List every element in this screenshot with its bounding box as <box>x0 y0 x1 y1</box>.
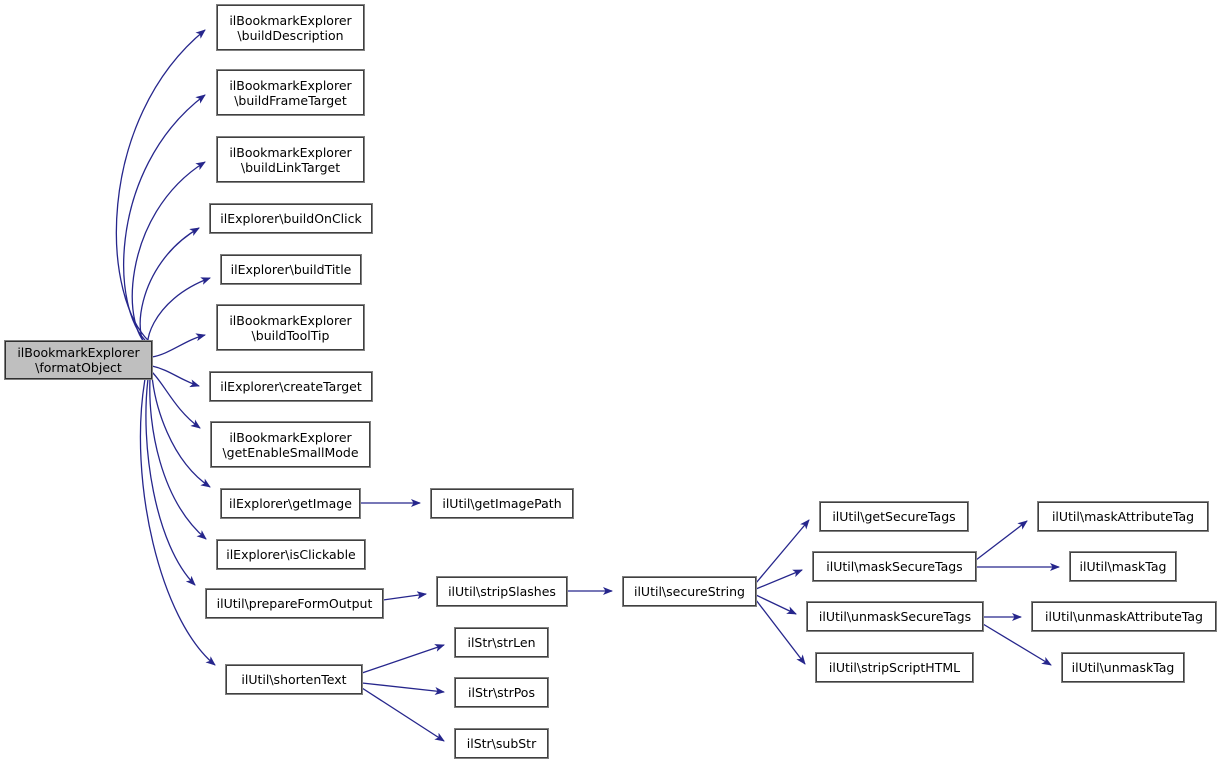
graph-node-unmaskAttributeTag[interactable]: ilUtil\unmaskAttributeTag <box>1031 601 1217 632</box>
graph-node-label: ilBookmarkExplorer \getEnableSmallMode <box>222 429 359 460</box>
graph-node-label: ilExplorer\buildOnClick <box>220 211 362 226</box>
graph-node-shortenText[interactable]: ilUtil\shortenText <box>225 664 363 695</box>
graph-edge-formatObject-to-getImage <box>151 375 211 488</box>
graph-node-label: ilUtil\stripScriptHTML <box>828 660 961 675</box>
graph-node-strLen[interactable]: ilStr\strLen <box>454 627 549 658</box>
graph-edge-shortenText-to-subStr <box>361 687 445 742</box>
graph-node-label: ilExplorer\buildTitle <box>230 262 352 277</box>
graph-node-label: ilUtil\getImagePath <box>442 496 562 511</box>
graph-node-prepareFormOutput[interactable]: ilUtil\prepareFormOutput <box>205 588 384 619</box>
graph-edge-secureString-to-unmaskSecureTags <box>755 594 797 615</box>
graph-node-label: ilUtil\maskTag <box>1079 559 1167 574</box>
graph-edge-prepareFormOutput-to-stripSlashes <box>382 591 427 601</box>
graph-node-formatObject[interactable]: ilBookmarkExplorer \formatObject <box>4 340 153 380</box>
graph-node-label: ilBookmarkExplorer \formatObject <box>17 345 140 375</box>
graph-edge-secureString-to-maskSecureTags <box>755 569 803 590</box>
graph-edge-secureString-to-getSecureTags <box>755 519 810 584</box>
graph-edge-formatObject-to-buildTitle <box>146 277 211 355</box>
graph-node-label: ilUtil\unmaskSecureTags <box>818 609 972 624</box>
graph-node-maskTag[interactable]: ilUtil\maskTag <box>1069 551 1177 582</box>
graph-node-stripSlashes[interactable]: ilUtil\stripSlashes <box>436 576 568 607</box>
graph-edge-formatObject-to-prepareFormOutput <box>145 378 196 586</box>
graph-node-strPos[interactable]: ilStr\strPos <box>454 677 549 708</box>
graph-node-label: ilUtil\unmaskAttributeTag <box>1045 609 1203 624</box>
graph-edge-formatObject-to-createTarget <box>151 365 200 388</box>
graph-edge-shortenText-to-strLen <box>361 644 445 674</box>
graph-node-createTarget[interactable]: ilExplorer\createTarget <box>209 371 373 402</box>
graph-node-getImage[interactable]: ilExplorer\getImage <box>220 488 361 519</box>
graph-node-label: ilUtil\getSecureTags <box>832 509 956 524</box>
graph-node-label: ilBookmarkExplorer \buildLinkTarget <box>229 144 352 175</box>
graph-edge-formatObject-to-buildDescription <box>115 29 206 345</box>
graph-node-label: ilExplorer\createTarget <box>220 379 362 394</box>
graph-node-buildDescription[interactable]: ilBookmarkExplorer \buildDescription <box>216 4 365 51</box>
graph-node-getImagePath[interactable]: ilUtil\getImagePath <box>430 488 574 519</box>
graph-node-maskSecureTags[interactable]: ilUtil\maskSecureTags <box>812 551 977 582</box>
graph-node-label: ilBookmarkExplorer \buildToolTip <box>229 312 352 343</box>
graph-edge-shortenText-to-strPos <box>361 682 445 695</box>
graph-node-label: ilExplorer\isClickable <box>226 547 356 562</box>
graph-node-buildFrameTarget[interactable]: ilBookmarkExplorer \buildFrameTarget <box>216 69 365 116</box>
graph-edge-formatObject-to-isClickable <box>149 378 207 540</box>
graph-node-label: ilUtil\prepareFormOutput <box>216 596 373 611</box>
graph-node-label: ilBookmarkExplorer \buildFrameTarget <box>229 77 352 108</box>
graph-node-buildTitle[interactable]: ilExplorer\buildTitle <box>220 254 362 285</box>
graph-edge-secureString-to-stripScriptHTML <box>755 599 806 665</box>
graph-node-label: ilStr\subStr <box>466 736 537 751</box>
graph-node-buildToolTip[interactable]: ilBookmarkExplorer \buildToolTip <box>216 304 365 351</box>
graph-edge-formatObject-to-buildToolTip <box>151 333 206 358</box>
graph-node-subStr[interactable]: ilStr\subStr <box>454 728 549 759</box>
graph-edge-formatObject-to-buildFrameTarget <box>123 94 206 347</box>
graph-node-getEnableSmallMode[interactable]: ilBookmarkExplorer \getEnableSmallMode <box>210 421 371 468</box>
graph-node-label: ilUtil\secureString <box>633 584 745 599</box>
graph-node-secureString[interactable]: ilUtil\secureString <box>622 576 757 607</box>
graph-edge-formatObject-to-shortenText <box>139 378 216 666</box>
graph-node-getSecureTags[interactable]: ilUtil\getSecureTags <box>819 501 969 532</box>
graph-node-label: ilBookmarkExplorer \buildDescription <box>229 12 352 43</box>
graph-node-label: ilUtil\stripSlashes <box>448 584 556 599</box>
graph-node-label: ilUtil\shortenText <box>241 672 347 687</box>
graph-node-label: ilUtil\unmaskTag <box>1071 660 1175 675</box>
graph-edge-maskSecureTags-to-maskAttributeTag <box>975 520 1028 561</box>
graph-node-buildLinkTarget[interactable]: ilBookmarkExplorer \buildLinkTarget <box>216 136 365 183</box>
graph-node-unmaskTag[interactable]: ilUtil\unmaskTag <box>1061 652 1185 683</box>
graph-node-label: ilExplorer\getImage <box>229 496 352 511</box>
graph-node-label: ilStr\strPos <box>468 685 535 700</box>
graph-node-label: ilStr\strLen <box>467 635 536 650</box>
graph-edge-formatObject-to-buildOnClick <box>139 227 200 352</box>
graph-edge-formatObject-to-getEnableSmallMode <box>151 371 201 429</box>
graph-node-maskAttributeTag[interactable]: ilUtil\maskAttributeTag <box>1037 501 1209 532</box>
graph-edge-formatObject-to-buildLinkTarget <box>131 161 206 349</box>
graph-node-stripScriptHTML[interactable]: ilUtil\stripScriptHTML <box>815 652 974 683</box>
graph-node-label: ilUtil\maskAttributeTag <box>1051 509 1195 524</box>
graph-node-buildOnClick[interactable]: ilExplorer\buildOnClick <box>209 203 373 234</box>
graph-node-unmaskSecureTags[interactable]: ilUtil\unmaskSecureTags <box>806 601 984 632</box>
graph-node-label: ilUtil\maskSecureTags <box>826 559 963 574</box>
graph-node-isClickable[interactable]: ilExplorer\isClickable <box>216 539 366 570</box>
